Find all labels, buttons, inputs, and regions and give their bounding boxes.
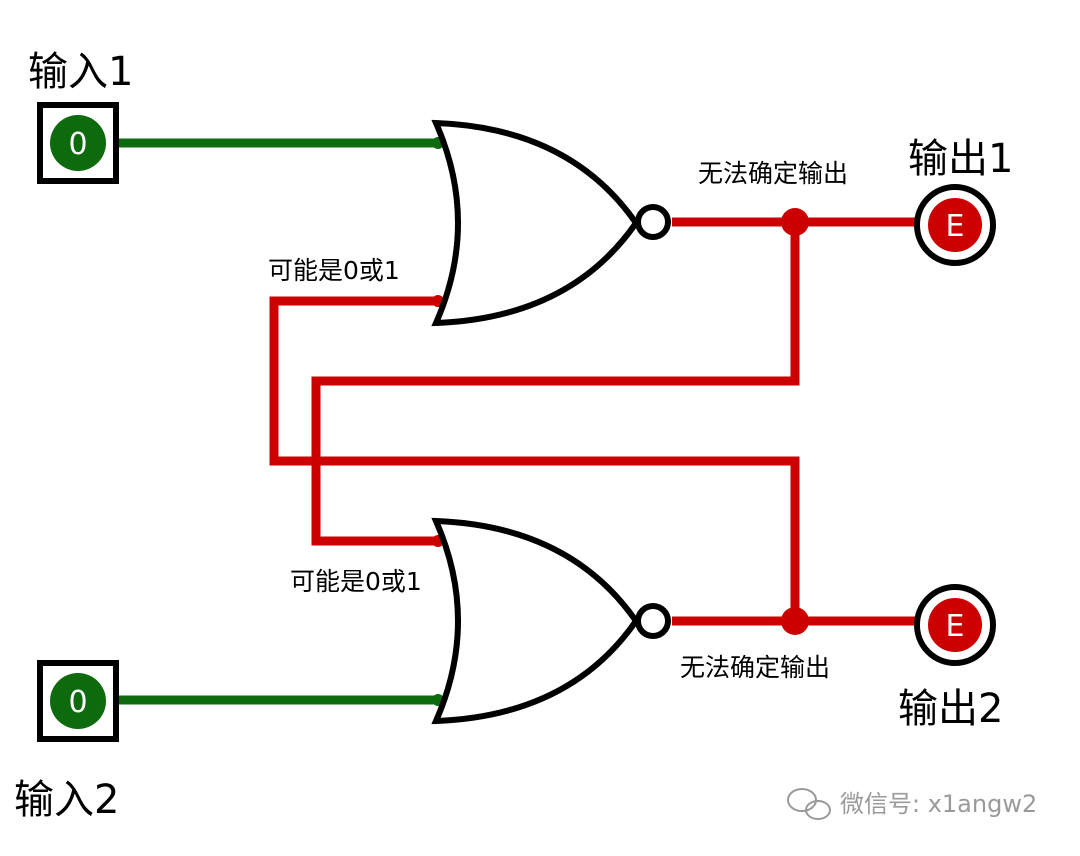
maybe-label-top: 可能是0或1 [268,256,400,285]
nor-gate-2 [431,517,671,725]
output-pin-2-value: E [946,609,965,644]
output-pin-2: E [914,584,996,666]
wechat-icon [787,788,831,820]
output-pin-1: E [914,184,996,266]
output2-label: 输出2 [898,686,1003,732]
undetermined-label-bottom: 无法确定输出 [680,653,830,682]
maybe-label-bottom: 可能是0或1 [290,567,422,596]
nor-gate-1-bubble [635,204,671,240]
input-pin-2-value: 0 [68,685,87,720]
junction-top [781,208,809,236]
wire-output1-to-gate2-input [311,222,800,546]
junction-bottom [781,607,809,635]
input-pin-2[interactable]: 0 [37,660,119,742]
output1-label: 输出1 [908,136,1013,182]
input-pin-1[interactable]: 0 [37,102,119,184]
input-pin-1-value: 0 [68,127,87,162]
input1-label: 输入1 [28,49,133,95]
nor-gate-1 [431,119,671,327]
input2-label: 输入2 [14,777,119,823]
nor-gate-2-bubble [635,603,671,639]
watermark-text: 微信号: x1angw2 [840,790,1037,818]
wire-output2-to-gate1-input [269,296,800,621]
input-wires [115,138,440,705]
watermark: 微信号: x1angw2 [787,788,1037,820]
undetermined-label-top: 无法确定输出 [698,159,848,188]
output-pin-1-value: E [946,209,965,244]
